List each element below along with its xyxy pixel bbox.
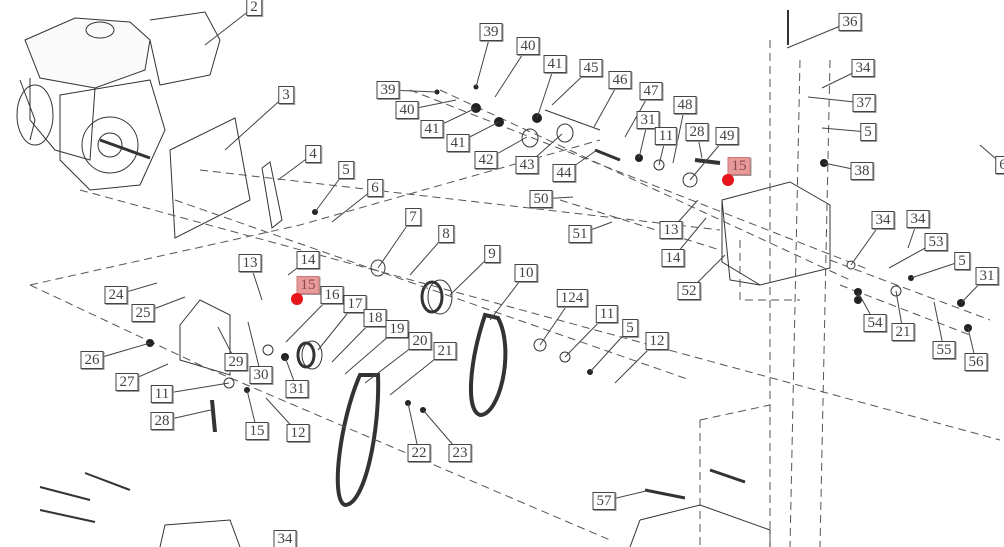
part-callout[interactable]: 54 — [863, 314, 887, 332]
part-callout[interactable]: 30 — [249, 366, 273, 384]
part-callout[interactable]: 40 — [395, 101, 419, 119]
part-callout[interactable]: 21 — [891, 323, 915, 341]
part-callout[interactable]: 47 — [639, 82, 663, 100]
part-callout[interactable]: 48 — [673, 96, 697, 114]
part-callout[interactable]: 5 — [860, 123, 876, 141]
part-callout[interactable]: 2 — [246, 0, 262, 16]
belt-10 — [469, 312, 508, 418]
part-callout-highlighted[interactable]: 15 — [727, 157, 751, 175]
part-callout[interactable]: 34 — [871, 211, 895, 229]
part-callout[interactable]: 53 — [924, 233, 948, 251]
plate-3 — [169, 117, 251, 239]
part-callout[interactable]: 124 — [556, 289, 588, 307]
part-callout[interactable]: 31 — [636, 111, 660, 129]
part-callout[interactable]: 45 — [579, 59, 603, 77]
part-callout[interactable]: 11 — [595, 305, 619, 323]
part-callout[interactable]: 20 — [408, 332, 432, 350]
leader-line — [204, 6, 255, 46]
part-callout[interactable]: 22 — [407, 444, 431, 462]
part-callout[interactable]: 28 — [685, 123, 709, 141]
part-callout[interactable]: 5 — [622, 319, 638, 337]
part-callout[interactable]: 23 — [448, 444, 472, 462]
part-callout[interactable]: 11 — [654, 127, 678, 145]
leader-line — [910, 260, 963, 279]
part-callout[interactable]: 6 — [367, 179, 383, 197]
part-callout[interactable]: 52 — [677, 282, 701, 300]
part-callout[interactable]: 7 — [405, 208, 421, 226]
part-callout[interactable]: 56 — [964, 353, 988, 371]
part-callout[interactable]: 31 — [975, 267, 999, 285]
part-callout[interactable]: 51 — [568, 225, 592, 243]
part-callout[interactable]: 41 — [420, 120, 444, 138]
part-callout[interactable]: 4 — [305, 145, 321, 163]
part-callout[interactable]: 21 — [433, 342, 457, 360]
leader-line — [672, 104, 686, 164]
part-callout[interactable]: 19 — [385, 320, 409, 338]
part-callout[interactable]: 42 — [474, 151, 498, 169]
part-callout[interactable]: 43 — [515, 156, 539, 174]
part-callout[interactable]: 41 — [446, 134, 470, 152]
part-callout[interactable]: 34 — [851, 59, 875, 77]
part-callout[interactable]: 31 — [285, 380, 309, 398]
bracket-52 — [721, 181, 831, 286]
part-callout[interactable]: 50 — [529, 190, 553, 208]
belt-20 — [335, 373, 381, 508]
part-callout[interactable]: 44 — [552, 164, 576, 182]
part-callout[interactable]: 13 — [238, 254, 262, 272]
part-callout[interactable]: 34 — [273, 530, 297, 547]
part-callout[interactable]: 27 — [115, 373, 139, 391]
part-callout[interactable]: 12 — [286, 424, 310, 442]
part-callout[interactable]: 5 — [338, 161, 354, 179]
part-callout[interactable]: 10 — [514, 264, 538, 282]
part-callout[interactable]: 57 — [592, 492, 616, 510]
part-callout[interactable]: 24 — [104, 286, 128, 304]
part-callout[interactable]: 13 — [659, 221, 683, 239]
part-callout[interactable]: 38 — [850, 162, 874, 180]
leader-line — [475, 31, 492, 88]
part-callout[interactable]: 46 — [608, 71, 632, 89]
part-callout-highlighted[interactable]: 15 — [296, 276, 320, 294]
part-callout[interactable]: 25 — [131, 304, 155, 322]
part-callout[interactable]: 37 — [852, 94, 876, 112]
part-callout[interactable]: 28 — [150, 412, 174, 430]
leader-line — [536, 63, 556, 119]
part-callout[interactable]: 40 — [516, 37, 540, 55]
part-callout[interactable]: 29 — [224, 353, 248, 371]
part-callout[interactable]: 26 — [80, 351, 104, 369]
part-callout[interactable]: 41 — [543, 55, 567, 73]
part-callout[interactable]: 15 — [245, 422, 269, 440]
part-callout[interactable]: 16 — [320, 286, 344, 304]
part-callout[interactable]: 11 — [150, 385, 174, 403]
part-callout[interactable]: 6 — [995, 156, 1004, 174]
part-callout[interactable]: 12 — [645, 332, 669, 350]
part-callout[interactable]: 34 — [906, 210, 930, 228]
part-callout[interactable]: 5 — [954, 252, 970, 270]
part-callout[interactable]: 8 — [438, 225, 454, 243]
part-callout[interactable]: 3 — [278, 86, 294, 104]
highlight-marker-dot — [291, 293, 303, 305]
part-callout[interactable]: 18 — [363, 309, 387, 327]
part-callout[interactable]: 9 — [484, 245, 500, 263]
part-callout[interactable]: 49 — [715, 127, 739, 145]
engine-drawing — [16, 11, 221, 191]
leader-line — [224, 94, 287, 151]
part-callout[interactable]: 17 — [343, 295, 367, 313]
part-callout[interactable]: 55 — [932, 341, 956, 359]
highlight-marker-dot — [722, 174, 734, 186]
part-callout[interactable]: 36 — [838, 13, 862, 31]
part-callout[interactable]: 14 — [296, 251, 320, 269]
part-callout[interactable]: 39 — [479, 23, 503, 41]
part-callout[interactable]: 14 — [661, 249, 685, 267]
part-callout[interactable]: 39 — [376, 81, 400, 99]
